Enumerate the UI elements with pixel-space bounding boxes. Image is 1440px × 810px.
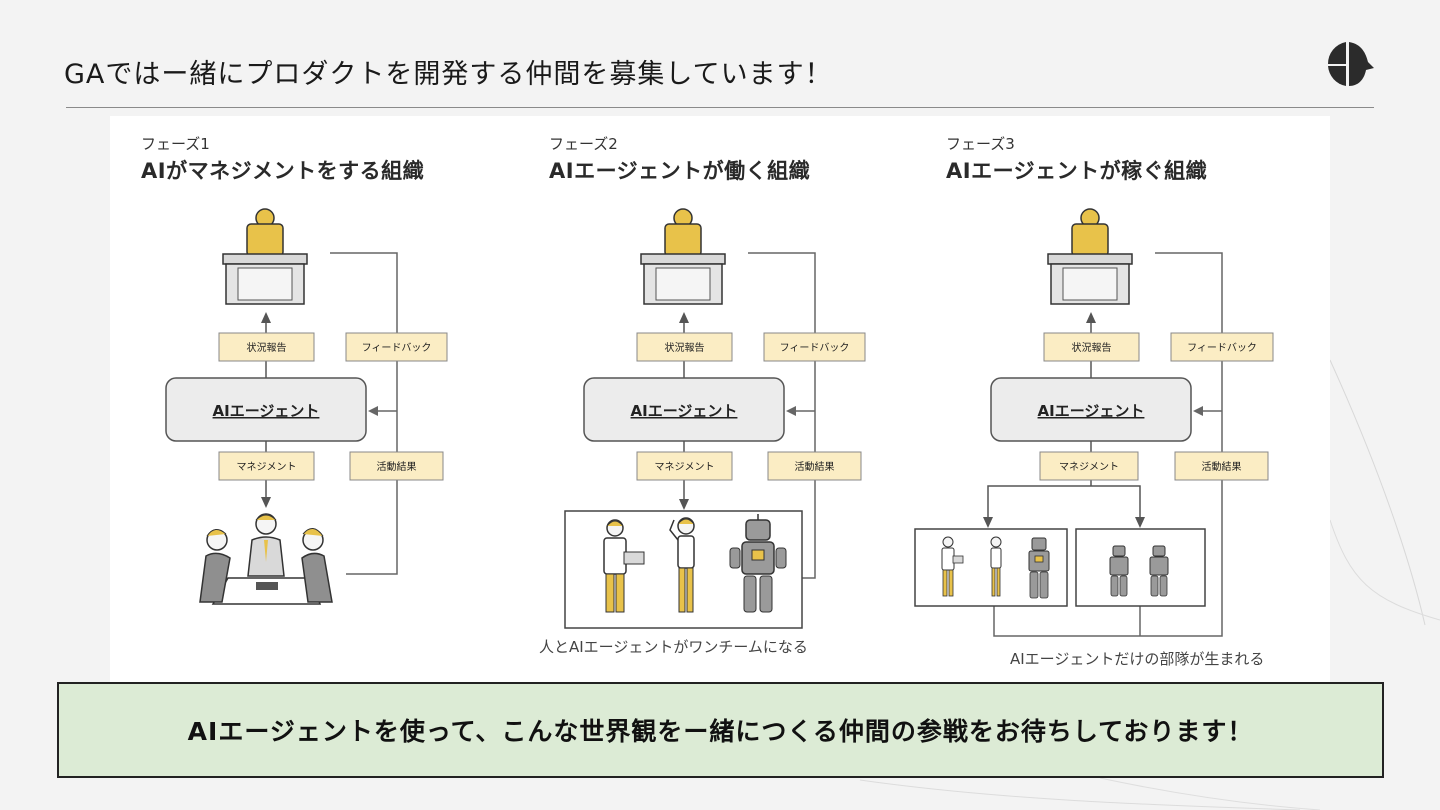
phase-title: AIがマネジメントをする組織 (141, 159, 425, 183)
phase-caption: AIエージェントだけの部隊が生まれる (1010, 650, 1265, 668)
phase-label: フェーズ2 (549, 135, 618, 153)
management-label: マネジメント (1059, 461, 1119, 473)
management-label: マネジメント (237, 461, 297, 473)
phase-1-diagram: 状況報告 AIエージェント マネジメント フィードバック 活動結果 (165, 208, 448, 605)
phase-3-diagram: 状況報告 AIエージェント マネジメント フィードバック 活動結果 (914, 208, 1274, 637)
feedback-label: フィードバック (1187, 342, 1257, 354)
team-meeting-icon (199, 513, 333, 605)
status-report-label: 状況報告 (665, 341, 705, 354)
agent-label: AIエージェント (213, 402, 320, 420)
phase-title: AIエージェントが稼ぐ組織 (946, 159, 1208, 183)
robot-icon (729, 514, 787, 613)
robot-icon (1109, 545, 1129, 597)
robot-icon (1028, 537, 1050, 599)
person-flexing-icon (669, 517, 695, 613)
agent-label: AIエージェント (631, 402, 738, 420)
phase-caption: 人とAIエージェントがワンチームになる (539, 638, 808, 656)
person-with-laptop-icon (603, 519, 645, 613)
phase-label: フェーズ3 (946, 135, 1015, 153)
call-to-action-banner: AIエージェントを使って、こんな世界観をー緒につくる仲間の参戦をお待ちしておりま… (57, 682, 1384, 778)
person-flexing-icon (990, 536, 1002, 597)
result-label: 活動結果 (1202, 460, 1242, 473)
executive-icon (222, 208, 308, 305)
robot-icon (1149, 545, 1169, 597)
title-divider (66, 107, 1374, 108)
status-report-label: 状況報告 (247, 341, 287, 354)
phase-title: AIエージェントが働く組織 (549, 159, 811, 183)
agent-label: AIエージェント (1038, 402, 1145, 420)
person-with-laptop-icon (941, 536, 964, 597)
result-label: 活動結果 (377, 460, 417, 473)
page-title: GAではー緒にプロダクトを開発する仲間を募集しています！ (64, 59, 833, 90)
company-logo-icon (1327, 42, 1374, 86)
executive-icon (640, 208, 726, 305)
feedback-label: フィードバック (362, 342, 432, 354)
banner-text: AIエージェントを使って、こんな世界観をー緒につくる仲間の参戦をお待ちしておりま… (187, 717, 1254, 746)
phase-2-diagram: 状況報告 AIエージェント マネジメント フィードバック 活動結果 (564, 208, 866, 629)
status-report-label: 状況報告 (1072, 341, 1112, 354)
result-label: 活動結果 (795, 460, 835, 473)
diagram-panel: フェーズ1 AIがマネジメントをする組織 状況報告 AIエージェント (110, 116, 1330, 682)
feedback-label: フィードバック (780, 342, 850, 354)
phase-label: フェーズ1 (141, 135, 210, 153)
executive-icon (1047, 208, 1133, 305)
management-label: マネジメント (655, 461, 715, 473)
